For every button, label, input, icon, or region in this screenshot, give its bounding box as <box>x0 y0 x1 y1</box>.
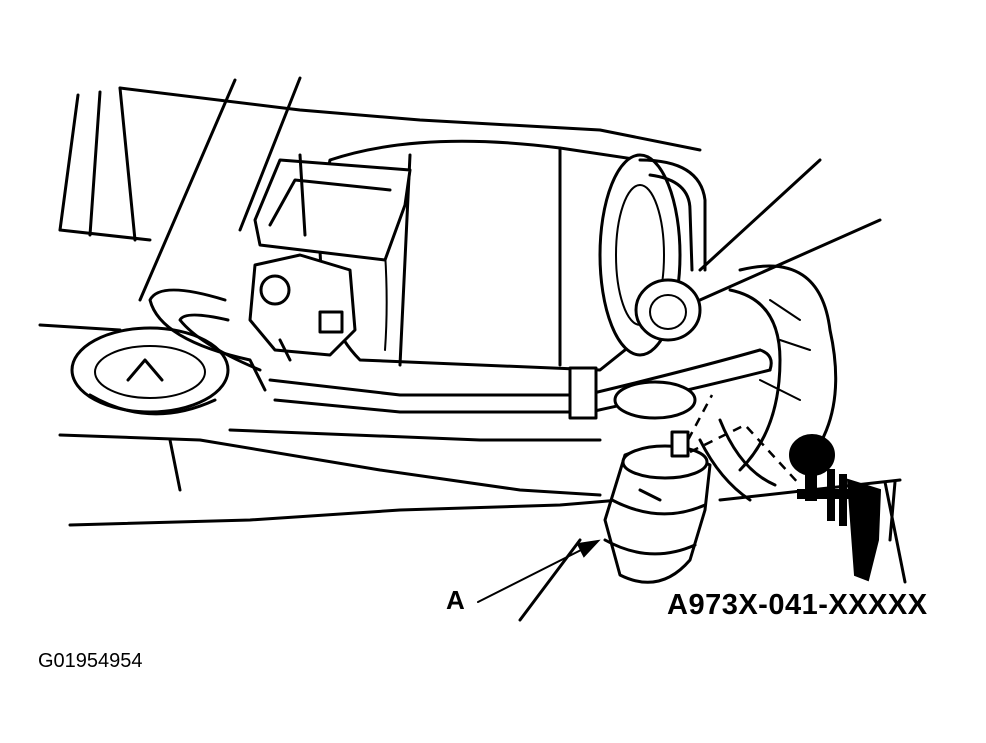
ring-fitting <box>613 278 702 420</box>
leader-arrow-a <box>477 539 601 603</box>
tool-number-label: A973X-041-XXXXX <box>667 589 928 621</box>
figure-id-label: G01954954 <box>38 650 143 672</box>
right-upper-hose <box>638 158 707 272</box>
vacuum-pump-tool <box>789 434 907 584</box>
upper-bracket <box>253 153 412 262</box>
component-a <box>603 430 712 584</box>
left-round-housing <box>70 326 230 416</box>
frame-rails <box>38 76 902 622</box>
purge-valve <box>248 253 357 362</box>
engine-area <box>698 264 838 502</box>
part-a-label: A <box>446 585 465 615</box>
left-hose <box>148 288 267 392</box>
dashed-connection <box>686 394 801 486</box>
